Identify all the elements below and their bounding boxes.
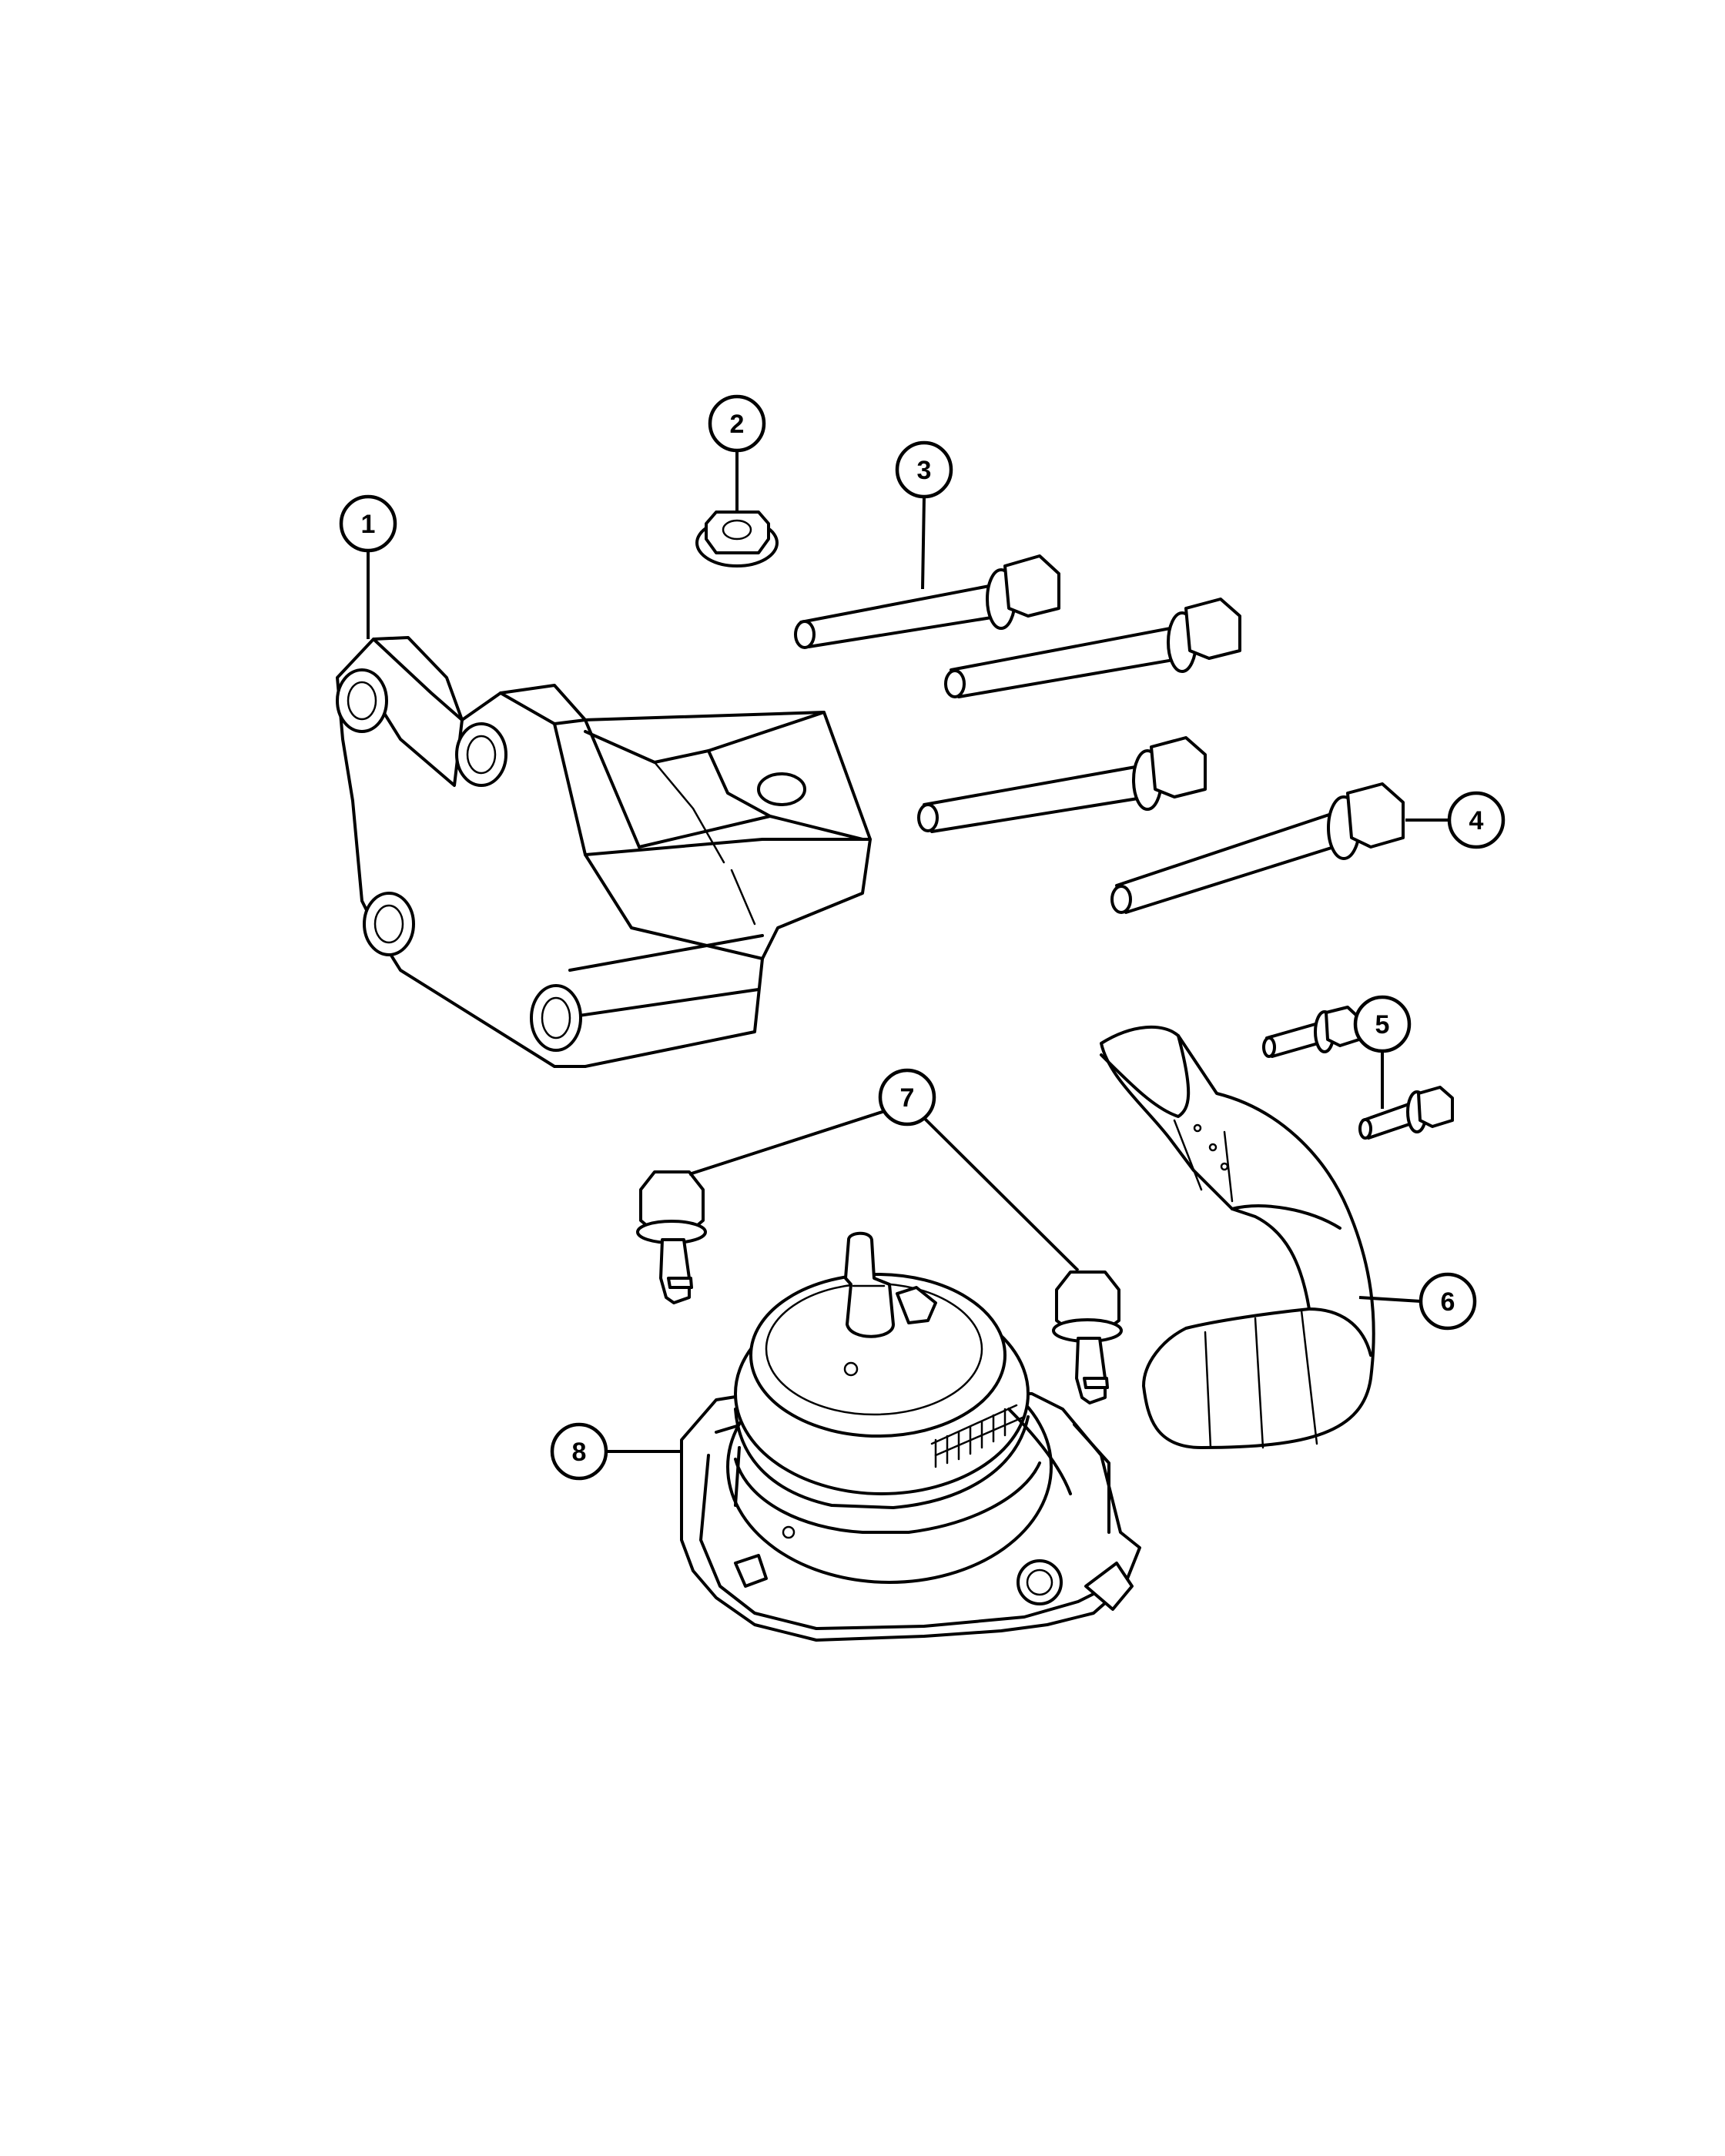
flange-nut	[695, 511, 779, 567]
callout-7: 7	[878, 1068, 936, 1127]
long-bolt-lower	[1110, 782, 1405, 914]
callout-1: 1	[339, 494, 397, 553]
mount-bracket	[336, 636, 872, 1068]
mount-insulator	[680, 1231, 1141, 1642]
long-bolt-third	[917, 736, 1207, 833]
shoulder-bolt-right	[1052, 1270, 1123, 1404]
callout-3-label: 3	[917, 456, 932, 485]
callout-2-label: 2	[730, 410, 745, 439]
callout-1-label: 1	[361, 510, 376, 539]
callout-8: 8	[550, 1422, 608, 1481]
heat-shield	[1100, 1025, 1375, 1449]
callout-5: 5	[1353, 995, 1412, 1053]
callout-5-label: 5	[1375, 1010, 1390, 1040]
callout-8-label: 8	[572, 1438, 587, 1467]
callout-6: 6	[1419, 1272, 1477, 1331]
callout-2: 2	[708, 394, 766, 453]
callout-6-label: 6	[1441, 1287, 1455, 1317]
long-bolt-second	[944, 598, 1241, 698]
small-bolt-upper	[1262, 1006, 1361, 1058]
callout-4: 4	[1447, 791, 1506, 849]
callout-3: 3	[895, 440, 953, 499]
small-bolt-lower	[1358, 1086, 1454, 1140]
callout-7-label: 7	[900, 1083, 915, 1113]
callout-4-label: 4	[1469, 806, 1484, 835]
long-bolt-upper	[794, 554, 1060, 649]
shoulder-bolt-left	[636, 1170, 707, 1304]
